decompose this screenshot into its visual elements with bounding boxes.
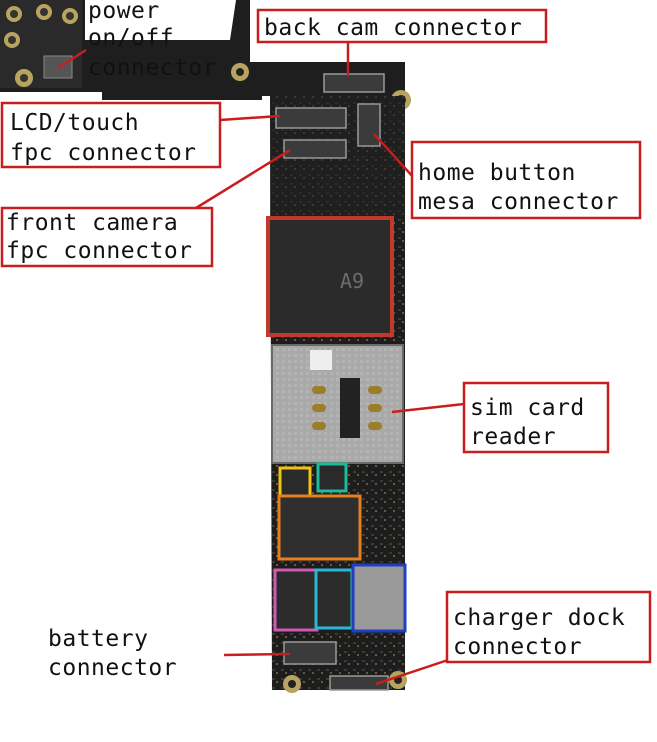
label-power-line2: on/off bbox=[88, 25, 174, 51]
leader-lines bbox=[57, 42, 465, 686]
label-sim-card-line1: sim card bbox=[470, 395, 585, 421]
logic-board: A9 bbox=[0, 0, 411, 693]
label-power-line1: power bbox=[88, 0, 160, 24]
back-cam-connector-part bbox=[323, 73, 385, 93]
green-chip bbox=[316, 462, 348, 493]
battery-leader bbox=[223, 652, 291, 657]
label-battery-line2: connector bbox=[48, 655, 177, 681]
label-lcd-touch: LCD/touch fpc connector bbox=[0, 101, 222, 169]
lcd-leader bbox=[219, 114, 281, 122]
label-charger-dock-line1: charger dock bbox=[453, 605, 625, 631]
label-sim-card: sim card reader bbox=[462, 381, 610, 454]
label-battery: battery connector bbox=[48, 626, 177, 681]
label-battery-line1: battery bbox=[48, 626, 148, 652]
charger-dock-connector-part bbox=[329, 675, 389, 691]
label-front-camera-line1: front camera bbox=[6, 210, 178, 236]
label-back-cam: back cam connector bbox=[256, 8, 548, 44]
a9-chip bbox=[266, 216, 394, 337]
label-front-camera-line2: fpc connector bbox=[6, 238, 193, 264]
charger-dock-leader bbox=[375, 658, 449, 686]
label-power-line3: connector bbox=[88, 55, 217, 81]
label-charger-dock-line2: connector bbox=[453, 634, 582, 660]
label-lcd-touch-line1: LCD/touch bbox=[10, 110, 139, 136]
lcd-connector-part bbox=[275, 107, 347, 129]
label-sim-card-line2: reader bbox=[470, 424, 556, 450]
orange-chip bbox=[277, 494, 362, 561]
label-home-button-line2: mesa connector bbox=[418, 189, 619, 215]
a9-chip-label: A9 bbox=[340, 269, 364, 293]
label-back-cam-line1: back cam connector bbox=[264, 15, 522, 41]
front-cam-connector-part bbox=[283, 139, 347, 159]
home-button-leader bbox=[373, 133, 415, 179]
sim-card-leader bbox=[391, 402, 465, 414]
home-button-connector-part bbox=[357, 103, 381, 147]
power-leader bbox=[57, 48, 87, 70]
label-home-button-line1: home button bbox=[418, 160, 576, 186]
front-camera-leader bbox=[195, 148, 291, 210]
magenta-chip bbox=[273, 568, 319, 632]
label-charger-dock: charger dock connector bbox=[445, 590, 652, 664]
power-flex-board bbox=[0, 0, 405, 100]
cyan-chip bbox=[314, 568, 354, 630]
label-home-button: home button mesa connector bbox=[410, 140, 642, 220]
label-front-camera: front camera fpc connector bbox=[0, 206, 214, 268]
label-power: power on/off connector bbox=[88, 0, 217, 81]
battery-connector-part bbox=[283, 641, 337, 665]
sim-shield bbox=[271, 344, 404, 464]
blue-chip bbox=[351, 563, 407, 633]
label-lcd-touch-line2: fpc connector bbox=[10, 140, 197, 166]
